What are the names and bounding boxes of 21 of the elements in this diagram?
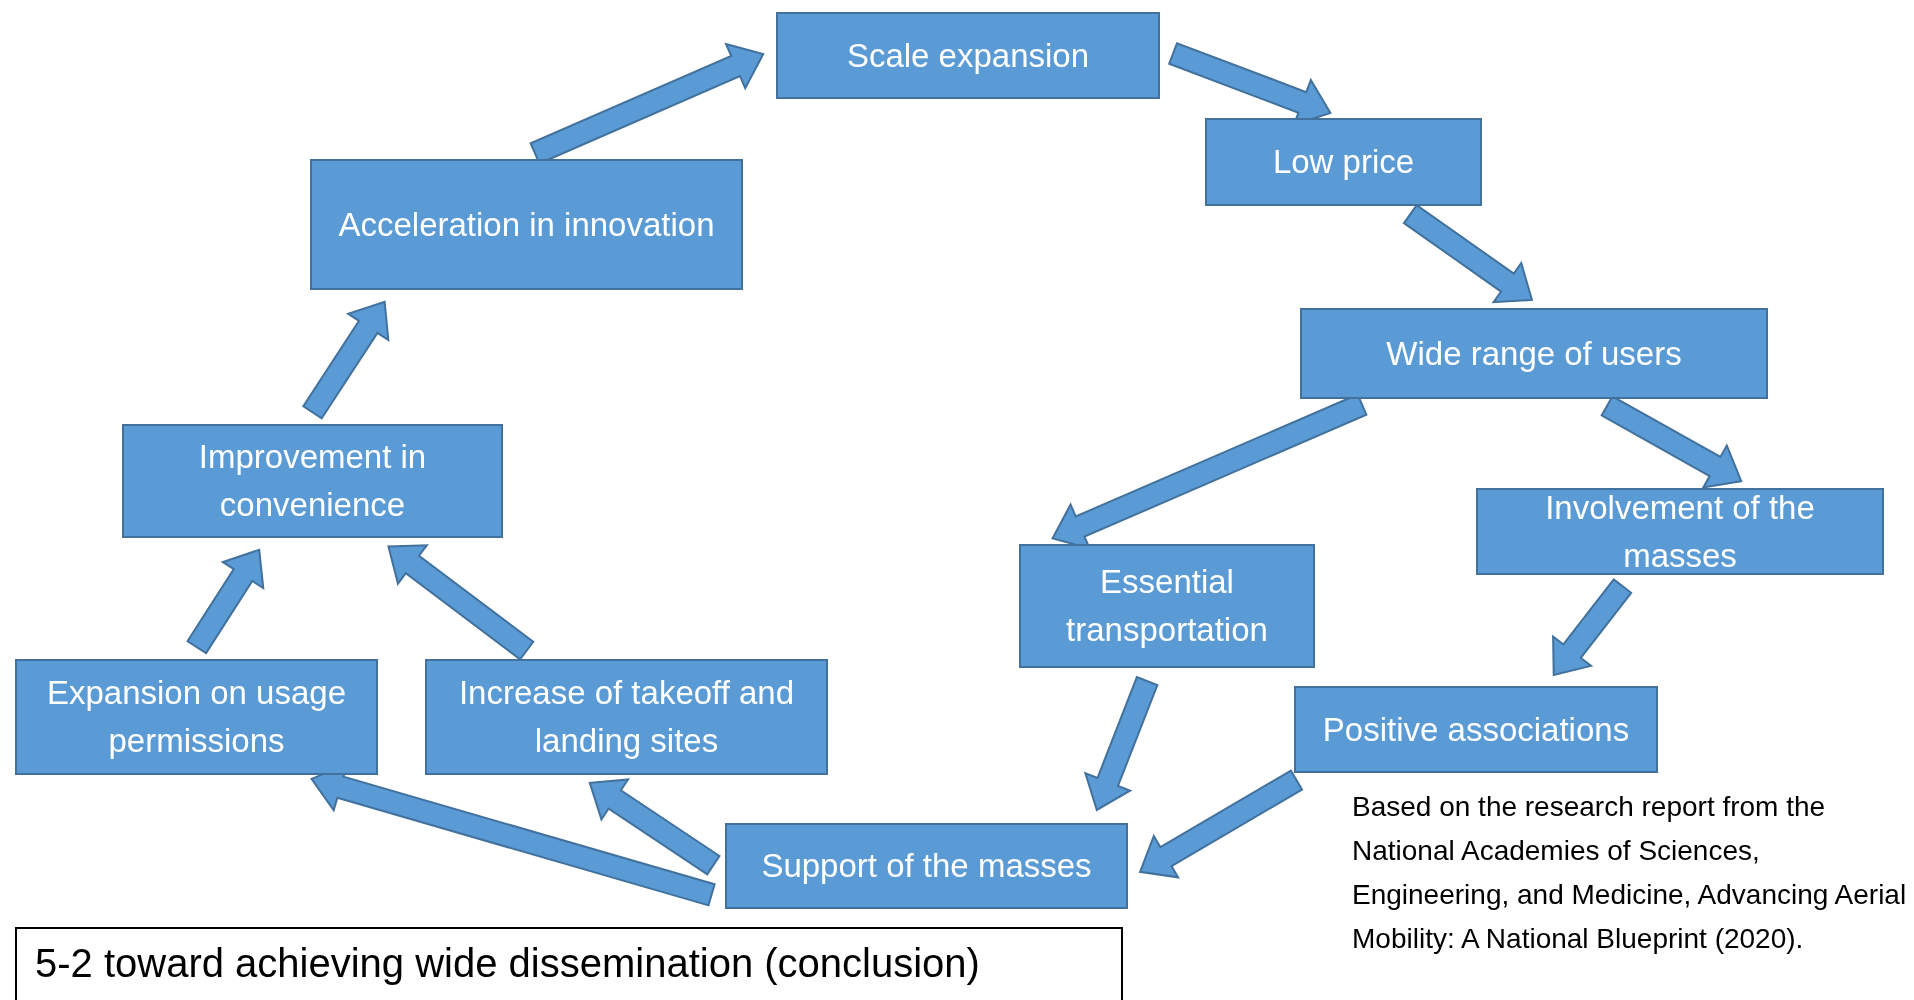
process-box: Improvement in convenience (122, 424, 503, 538)
process-box: Low price (1205, 118, 1482, 206)
process-box: Wide range of users (1300, 308, 1768, 399)
process-box: Involvement of the masses (1476, 488, 1884, 575)
block-arrow (387, 544, 535, 661)
block-arrow (1083, 675, 1159, 812)
block-arrow (186, 548, 265, 655)
block-arrow (1138, 769, 1304, 879)
caption-box: 5-2 toward achieving wide dissemination (conclusion) (15, 927, 1123, 1000)
process-box: Increase of takeoff and landing sites (425, 659, 828, 775)
block-arrow (1402, 203, 1534, 304)
process-box: Acceleration in innovation (310, 159, 743, 290)
block-arrow (1552, 577, 1633, 677)
process-box: Support of the masses (725, 823, 1128, 909)
source-note: Based on the research report from the National Academies of Sciences, Engineering, and Medicine, Advancing Aerial Mobility: A National Blueprint (2020). (1352, 790, 1908, 956)
block-arrow (588, 778, 721, 876)
process-box: Positive associations (1294, 686, 1658, 773)
process-box: Expansion on usage permissions (15, 659, 378, 775)
process-box: Scale expansion (776, 12, 1160, 99)
process-box: Essential transportation (1019, 544, 1315, 668)
block-arrow (301, 300, 390, 420)
